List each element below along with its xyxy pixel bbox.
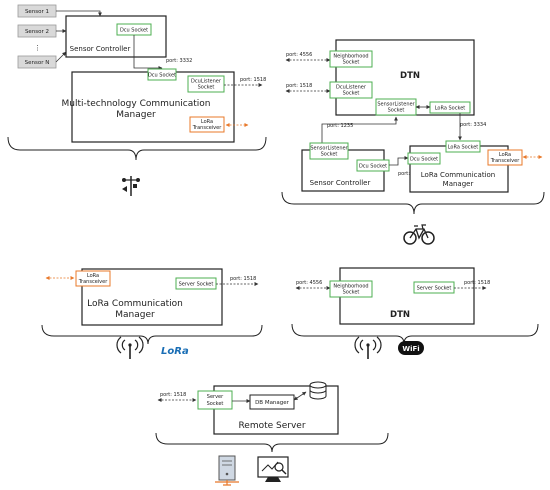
server-tower-icon (215, 455, 239, 486)
brace-top-left (7, 136, 267, 161)
dculistener-socket (187, 75, 225, 93)
brace-mid-left (41, 324, 263, 345)
lora-transceiver-label-1: LoRa (201, 119, 213, 125)
tr-lora-transceiver-label-2: Transceiver (490, 158, 520, 164)
mr-server-socket-label: Server Socket (417, 286, 452, 292)
tr-lora-transceiver (487, 149, 523, 166)
tr-lora-transceiver-label-1: LoRa (499, 152, 511, 158)
dtn-neighborhood-label-2: Socket (343, 60, 360, 66)
sensor-1-label: Sensor 1 (25, 9, 49, 15)
mtcm-title-1: Multi-technology Communication (61, 99, 210, 109)
sensor-2-box: Sensor 2 (17, 24, 57, 38)
sensor-2-label: Sensor 2 (25, 29, 49, 35)
rs-port-1518: port: 1518 (160, 392, 186, 398)
port-1518-label: port: 1518 (240, 77, 266, 83)
remote-server-title: Remote Server (238, 421, 305, 431)
mr-port-1518-label: port: 1518 (464, 280, 490, 286)
tr-sensorlistener-label-2: Socket (321, 152, 338, 158)
tr-dcu-socket-2-label: Dcu Socket (410, 157, 438, 163)
tr-lcm-title-2: Manager (443, 180, 474, 188)
db-manager-box (249, 394, 295, 410)
dcu-socket-2 (147, 68, 177, 81)
ml-server-socket-label: Server Socket (179, 282, 214, 288)
lora-logo-text: LoRa (161, 346, 189, 357)
sensor-ellipsis: ⋮ (34, 44, 41, 52)
ml-lcm-title-2: Manager (115, 310, 155, 320)
mr-neighborhood-socket (329, 280, 373, 298)
ml-server-socket (175, 277, 217, 290)
tr-sensorlistener-label-1: SensorListener (310, 146, 348, 152)
rs-server-socket (197, 390, 233, 410)
ml-lcm-title-1: LoRa Communication (87, 299, 183, 309)
dtn-port-3334: port: 3334 (460, 122, 486, 128)
wifi-logo-icon: WiFi (398, 341, 424, 355)
dtn-dculistener-label-2: Socket (343, 91, 360, 97)
mr-dtn-title: DTN (390, 310, 410, 320)
dtn-title: DTN (400, 71, 420, 81)
dtn-sensorlistener-label-2: Socket (388, 108, 405, 114)
tr-dcu-socket-2 (407, 152, 441, 165)
mtcm-title-2: Manager (116, 110, 156, 120)
dculistener-label-2: Socket (198, 85, 215, 91)
sensorlistener-link (321, 116, 398, 145)
dtn-port-1518: port: 1518 (286, 83, 312, 89)
lora-transceiver (189, 116, 225, 133)
dculistener-label-1: DcuListener (191, 79, 222, 85)
database-icon (309, 381, 327, 400)
monitor-analytics-icon (257, 456, 289, 482)
ml-lora-transceiver-label-1: LoRa (87, 273, 99, 279)
tr-sensor-controller-title: Sensor Controller (310, 179, 371, 187)
dcu-socket-2-label: Dcu Socket (148, 73, 176, 79)
tr-sensorlistener-socket (309, 142, 349, 160)
dtn-dculistener-socket (329, 81, 373, 99)
brace-bottom (155, 432, 389, 453)
dtn-neighborhood-label-1: Neighborhood (333, 54, 368, 60)
lora-transceiver-label-2: Transceiver (192, 125, 222, 131)
tr-dcu-link (389, 156, 409, 166)
dtn-neighborhood-socket (329, 50, 373, 68)
weather-station-icon (122, 176, 140, 196)
mr-port-4556: port: 4556 (296, 280, 322, 286)
ml-port-1518-label: port: 1518 (230, 276, 256, 282)
dtn-dculistener-label-1: DcuListener (336, 85, 367, 91)
antenna-icon (116, 336, 144, 359)
ml-lora-transceiver (75, 270, 111, 287)
rs-server-socket-label-1: Server (207, 394, 224, 400)
sensor-controller-box (65, 15, 167, 58)
tr-dcu-socket (356, 159, 390, 172)
mr-neighborhood-label-2: Socket (343, 290, 360, 296)
sensor-1-box: Sensor 1 (17, 4, 57, 18)
antenna-icon-2 (354, 336, 382, 359)
wifi-logo-text: WiFi (402, 345, 419, 353)
tr-lcm-title-1: LoRa Communication (421, 171, 495, 179)
dcu-socket-label: Dcu Socket (120, 28, 148, 34)
dtn-sensorlistener-label-1: SensorListener (377, 102, 415, 108)
sensor-controller-title: Sensor Controller (70, 45, 131, 53)
tr-lora-socket (445, 140, 481, 153)
brace-top-right (281, 191, 545, 215)
sensor-n-label: Sensor N (25, 60, 50, 66)
bicycle-icon (403, 224, 435, 245)
rs-server-socket-label-2: Socket (207, 401, 224, 407)
sensor-n-arrow (55, 51, 67, 63)
port-3332-label: port: 3332 (166, 58, 192, 64)
dtn-port-4556: port: 4556 (286, 52, 312, 58)
mr-server-socket (413, 281, 455, 294)
ml-lora-transceiver-label-2: Transceiver (78, 279, 108, 285)
sensor-1-arrow (56, 10, 102, 17)
mr-neighborhood-label-1: Neighborhood (333, 284, 368, 290)
sensor-n-box: Sensor N (17, 55, 57, 69)
tr-lora-socket-label: LoRa Socket (448, 145, 479, 151)
tr-dcu-socket-label: Dcu Socket (359, 164, 387, 170)
db-link-arrow (293, 391, 307, 401)
lora-logo-icon: LoRa (161, 346, 189, 357)
db-manager-label: DB Manager (255, 400, 290, 406)
dcu-link-arrow (133, 35, 163, 70)
dtn-port-1235: port: 1235 (327, 123, 353, 129)
dtn-lora-socket-label: LoRa Socket (435, 106, 466, 112)
